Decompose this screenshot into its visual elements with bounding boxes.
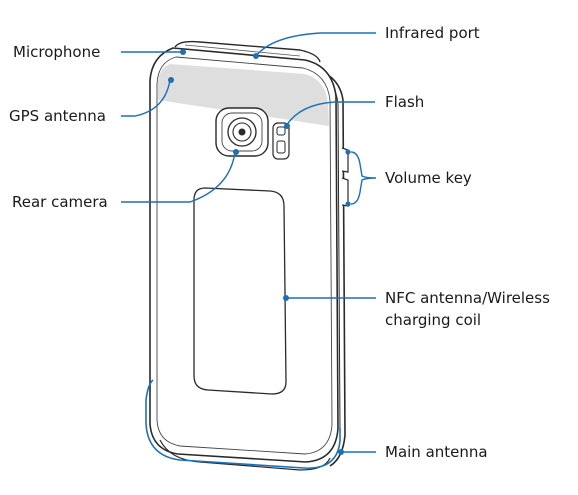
main-antenna-dot bbox=[338, 449, 344, 455]
gps-antenna-label: GPS antenna bbox=[9, 107, 106, 125]
microphone-dot bbox=[180, 49, 186, 55]
nfc-dot bbox=[283, 295, 289, 301]
phone-body bbox=[149, 40, 346, 471]
gps-antenna-band bbox=[158, 64, 329, 126]
flash-dot bbox=[284, 123, 290, 129]
volume-key-dot-1 bbox=[345, 149, 351, 155]
infrared-port-label: Infrared port bbox=[385, 24, 480, 42]
main-antenna-outline bbox=[145, 379, 341, 469]
volume-key-dot-2 bbox=[345, 201, 351, 207]
nfc-antenna-label-line1: NFC antenna/Wireless bbox=[385, 289, 550, 307]
microphone-label: Microphone bbox=[13, 43, 101, 61]
gps-antenna-dot bbox=[168, 77, 174, 83]
volume-key-label: Volume key bbox=[385, 169, 472, 187]
callout-lines bbox=[121, 32, 377, 453]
main-antenna-label: Main antenna bbox=[385, 443, 488, 461]
callout-dots bbox=[168, 49, 351, 455]
infrared-port-dot bbox=[253, 53, 259, 59]
rear-camera-dot bbox=[233, 149, 239, 155]
rear-camera-label: Rear camera bbox=[12, 193, 108, 211]
nfc-coil bbox=[193, 187, 287, 395]
flash-label: Flash bbox=[385, 93, 425, 111]
volume-keys bbox=[341, 147, 349, 207]
rear-camera bbox=[215, 107, 269, 157]
flash-module bbox=[272, 122, 290, 160]
nfc-antenna-label-line2: charging coil bbox=[385, 311, 482, 329]
